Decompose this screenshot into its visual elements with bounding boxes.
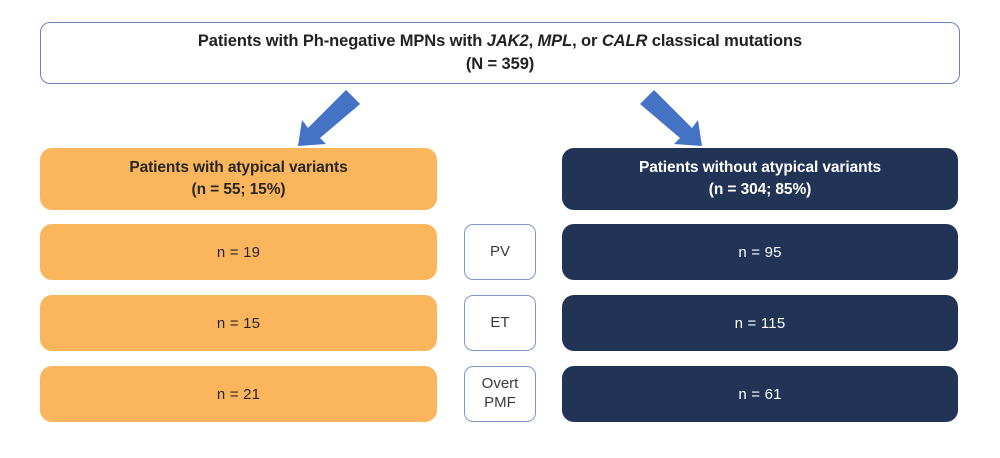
- middle-label-pv-line1: PV: [489, 242, 510, 260]
- middle-label-et-line1: ET: [490, 313, 510, 331]
- down-left-arrow: [276, 88, 386, 150]
- middle-label-overt-pmf-line2: PMF: [484, 394, 516, 411]
- left-branch-title-line1: Patients with atypical variants: [129, 159, 348, 176]
- cohort-header-box: Patients with Ph-negative MPNs with JAK2…: [40, 22, 960, 84]
- right-value-box-et: n = 115: [562, 295, 958, 351]
- header-suffix-text: classical mutations: [647, 32, 803, 51]
- header-sep-1: ,: [528, 32, 538, 51]
- right-value-box-overt-pmf: n = 61: [562, 366, 958, 422]
- header-total-count: (N = 359): [465, 55, 535, 73]
- left-value-pv: n = 19: [216, 243, 261, 261]
- left-value-et: n = 15: [216, 314, 261, 332]
- down-right-arrow: [614, 88, 724, 150]
- right-value-et: n = 115: [734, 314, 786, 332]
- left-value-box-et: n = 15: [40, 295, 437, 351]
- left-value-box-overt-pmf: n = 21: [40, 366, 437, 422]
- right-branch-title-box: Patients without atypical variants (n = …: [562, 148, 958, 210]
- right-branch-title-line1: Patients without atypical variants: [638, 159, 882, 176]
- right-branch-title-line2: (n = 304; 85%): [708, 181, 812, 198]
- middle-label-box-pv: PV: [464, 224, 536, 280]
- right-value-overt-pmf: n = 61: [738, 385, 782, 403]
- left-value-overt-pmf: n = 21: [216, 385, 261, 403]
- middle-label-box-overt-pmf: Overt PMF: [464, 366, 536, 422]
- right-value-pv: n = 95: [738, 243, 782, 261]
- middle-label-overt-pmf-line1: Overt: [481, 375, 519, 393]
- gene-jak2-label: JAK2: [486, 32, 529, 51]
- header-prefix-text: Patients with Ph-negative MPNs with: [197, 32, 487, 51]
- header-sep-2: , or: [572, 32, 602, 51]
- left-value-box-pv: n = 19: [40, 224, 437, 280]
- header-line-1: Patients with Ph-negative MPNs with JAK2…: [198, 30, 802, 53]
- gene-calr-label: CALR: [601, 32, 648, 51]
- left-branch-title-line2: (n = 55; 15%): [191, 181, 286, 198]
- right-value-box-pv: n = 95: [562, 224, 958, 280]
- gene-mpl-label: MPL: [537, 32, 573, 51]
- middle-label-box-et: ET: [464, 295, 536, 351]
- left-branch-title-box: Patients with atypical variants (n = 55;…: [40, 148, 437, 210]
